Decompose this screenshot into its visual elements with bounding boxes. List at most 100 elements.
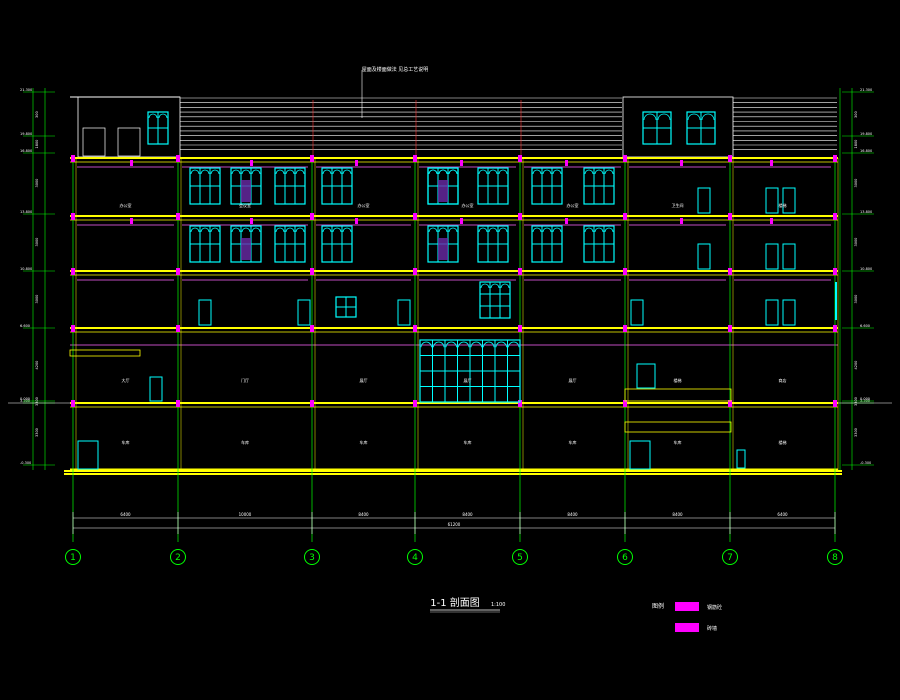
- bay-dimension: 8400: [567, 512, 578, 517]
- room-label-typical: 办公室: [567, 202, 579, 208]
- floor-height: 3300: [854, 428, 858, 437]
- grid-bubble: [304, 549, 320, 565]
- door: [297, 299, 311, 326]
- elevation-value: 13.800: [860, 210, 872, 214]
- window-arch: [643, 113, 657, 121]
- column-section: [623, 155, 627, 162]
- window-arch: [332, 227, 342, 233]
- room-label-basement: 车库: [674, 439, 682, 445]
- stair-landing: [624, 421, 732, 433]
- window-arch: [251, 169, 261, 175]
- column-section: [310, 155, 314, 162]
- column-section: [130, 160, 133, 166]
- window: [274, 167, 306, 205]
- column-section: [833, 155, 837, 162]
- floor-height: 3000: [35, 179, 39, 188]
- column-section: [176, 268, 180, 275]
- column-section: [770, 160, 773, 166]
- window-arch: [498, 227, 508, 233]
- window-arch: [295, 169, 305, 175]
- roof-note: 屋面及楼面做法 见总工艺说明: [362, 66, 429, 73]
- window-arch: [448, 169, 458, 175]
- window: [230, 167, 262, 205]
- door: [782, 299, 796, 326]
- elevation-value: 6.600: [20, 324, 30, 328]
- door: [765, 187, 779, 214]
- window-arch: [604, 227, 614, 233]
- door: [765, 299, 779, 326]
- window-arch: [470, 341, 482, 348]
- window-arch: [604, 169, 614, 175]
- column-section: [413, 400, 417, 407]
- column-section: [355, 218, 358, 224]
- column-section: [130, 218, 133, 224]
- window-arch: [148, 113, 158, 119]
- window-arch: [532, 227, 542, 233]
- annotation-layer: 屋面及楼面做法 见总工艺说明 1-1 剖面图 1:100 图例 钢筋砼 砖墙 1…: [70, 66, 838, 632]
- window-arch: [438, 169, 448, 175]
- stair-landing: [624, 388, 732, 402]
- column-section: [71, 268, 75, 275]
- column-section: [728, 400, 732, 407]
- grid-bubble: [512, 549, 528, 565]
- room-label-ground: 楼梯: [674, 377, 682, 383]
- column-section: [565, 160, 568, 166]
- room-label-ground: 展厅: [360, 377, 368, 383]
- window-arch: [448, 169, 458, 175]
- window-arch: [241, 169, 251, 175]
- room-label-typical: 会议室: [239, 202, 251, 208]
- room-label-typical: 卫生间: [672, 202, 684, 208]
- window-arch: [322, 169, 332, 175]
- room-label-ground: 展厅: [569, 377, 577, 383]
- column-section: [833, 400, 837, 407]
- window-arch: [428, 227, 438, 233]
- door: [765, 243, 779, 270]
- column-section: [518, 325, 522, 332]
- elevation-value: 19.800: [860, 132, 872, 136]
- grid-label: 2: [175, 553, 181, 563]
- bay-dimension: 8400: [358, 512, 369, 517]
- drawing-title: 1-1 剖面图: [430, 596, 480, 609]
- window-arch: [210, 227, 220, 233]
- window: [147, 111, 169, 145]
- window-arch: [342, 227, 352, 233]
- grid-bubble: [407, 549, 423, 565]
- column-section: [518, 213, 522, 220]
- window-arch: [210, 169, 220, 175]
- window-arch: [498, 169, 508, 175]
- column-section: [250, 160, 253, 166]
- room-label-ground: 门厅: [241, 377, 249, 383]
- column-section: [413, 268, 417, 275]
- window-arch: [687, 113, 701, 121]
- column-section: [623, 400, 627, 407]
- column-section: [833, 268, 837, 275]
- window: [427, 225, 459, 263]
- window: [583, 167, 615, 205]
- column-section: [728, 213, 732, 220]
- window-arch: [478, 169, 488, 175]
- column-section: [413, 213, 417, 220]
- grid-label: 4: [412, 553, 418, 563]
- column-section: [623, 213, 627, 220]
- grid-label: 6: [622, 553, 628, 563]
- window-arch: [275, 227, 285, 233]
- window-arch: [251, 227, 261, 233]
- window-arch: [332, 169, 342, 175]
- grid-bubble: [827, 549, 843, 565]
- window-arch: [500, 283, 510, 289]
- window-arch: [200, 227, 210, 233]
- door: [198, 299, 212, 326]
- window-arch: [322, 227, 332, 233]
- room-label-basement: 车库: [122, 439, 130, 445]
- building-structure: [64, 70, 843, 565]
- column-section: [623, 325, 627, 332]
- window: [531, 225, 563, 263]
- window-arch: [190, 169, 200, 175]
- room-label-typical: 办公室: [120, 202, 132, 208]
- window-arch: [275, 169, 285, 175]
- window-arch: [158, 113, 168, 119]
- column-section: [413, 155, 417, 162]
- window-arch: [584, 227, 594, 233]
- window-arch: [483, 341, 495, 348]
